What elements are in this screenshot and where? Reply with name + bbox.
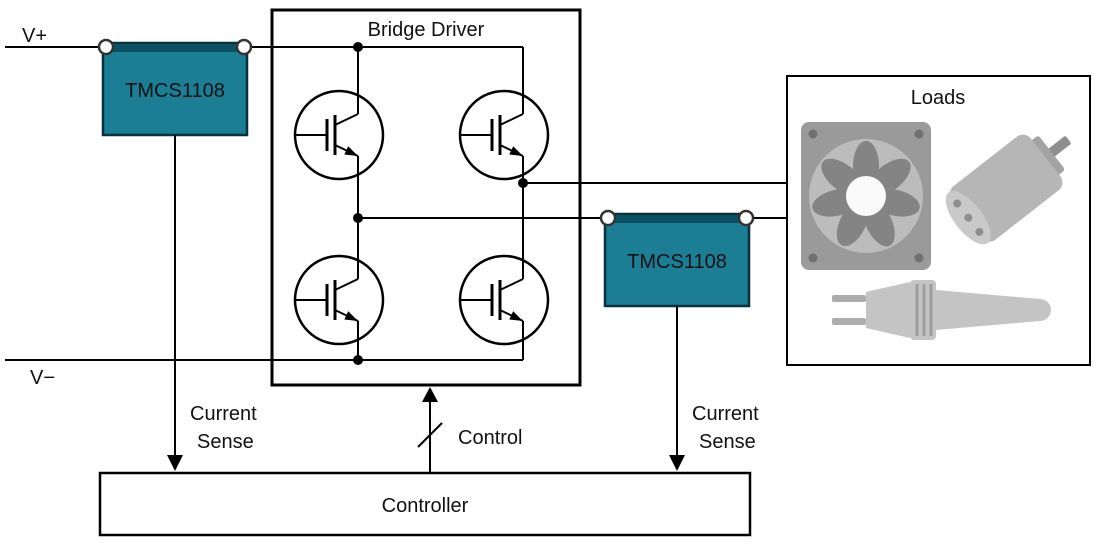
current-sensor-2-body [603, 212, 751, 308]
igbt-top-left [293, 89, 385, 181]
current-sensor-1-shunt-band [104, 44, 246, 52]
junction-dot-bottom [353, 355, 363, 365]
current-sense-1-arrowhead [167, 455, 183, 471]
current-sensor-2-shunt-band [606, 215, 748, 223]
signal-labels: Current Sense Current Sense Control [190, 403, 759, 453]
control-label: Control [458, 427, 522, 449]
terminal-dot [235, 38, 253, 56]
vminus-label: V− [30, 367, 55, 389]
current-sense-2-arrowhead [669, 455, 685, 471]
dc-motor-icon [945, 134, 1071, 245]
controller-box [98, 471, 752, 537]
bridge-driver-title: Bridge Driver [368, 19, 485, 41]
igbt-bottom-left [293, 254, 385, 346]
current-sense-2-label-line1: Current [692, 403, 759, 425]
terminal-dot [599, 209, 617, 227]
vplus-label: V+ [22, 25, 47, 47]
current-sensor-1-body [101, 41, 249, 137]
signal-arrows [167, 135, 685, 473]
current-sense-1-label-line2: Sense [197, 431, 254, 453]
terminal-dot [737, 209, 755, 227]
junction-dot-top [353, 42, 363, 52]
current-sense-2-label-line2: Sense [699, 431, 756, 453]
junction-dot-left-mid [353, 213, 363, 223]
power-plug-icon [832, 280, 1051, 340]
junction-dots [353, 42, 528, 365]
junction-dot-right-mid [518, 178, 528, 188]
current-sensor-2-label: TMCS1108 [627, 251, 727, 273]
current-sensor-1: TMCS1108 [97, 38, 253, 137]
terminal-dot [97, 38, 115, 56]
control-bus-slash [417, 422, 443, 448]
loads-title: Loads [911, 87, 966, 109]
igbt-top-right [458, 89, 550, 181]
controller-title: Controller [382, 495, 469, 517]
current-sensor-1-label: TMCS1108 [125, 80, 225, 102]
control-arrowhead [422, 387, 438, 402]
current-sense-1-label-line1: Current [190, 403, 257, 425]
bridge-driver-box [270, 8, 582, 387]
igbt-bottom-right [458, 254, 550, 346]
fan-icon [801, 122, 931, 270]
loads-block: Loads [786, 75, 1091, 366]
current-sensor-2: TMCS1108 [599, 209, 755, 308]
